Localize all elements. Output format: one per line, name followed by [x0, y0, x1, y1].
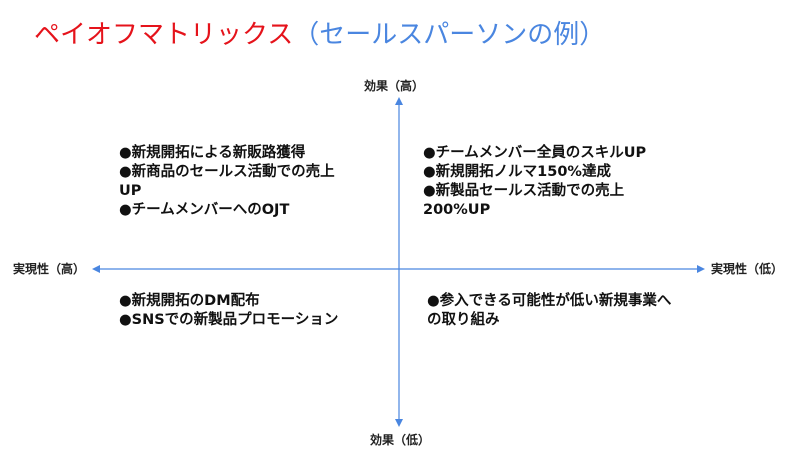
- quadrant-item: ●新商品のセールス活動での売上UP: [119, 164, 335, 199]
- quadrant-top-left: ●新規開拓による新販路獲得 ●新商品のセールス活動での売上UP ●チームメンバー…: [119, 144, 351, 220]
- page-title: ペイオフマトリックス（セールスパーソンの例）: [34, 14, 605, 51]
- title-subtitle: （セールスパーソンの例）: [293, 20, 606, 50]
- axis-label-feasibility-low: 実現性（低）: [711, 262, 784, 276]
- quadrant-item: ●新規開拓による新販路獲得: [119, 145, 306, 161]
- quadrant-item: ●SNSでの新製品プロモーション: [119, 312, 339, 328]
- axis-label-feasibility-high: 実現性（高）: [13, 262, 86, 276]
- quadrant-item: ●新規開拓ノルマ150%達成: [423, 164, 611, 180]
- title-main: ペイオフマトリックス: [34, 20, 294, 50]
- quadrant-item: ●新製品セールス活動での売上200%UP: [423, 183, 625, 218]
- quadrant-bottom-left: ●新規開拓のDM配布 ●SNSでの新製品プロモーション: [119, 292, 351, 330]
- axis-label-effect-high: 効果（高）: [364, 79, 425, 93]
- quadrant-bottom-right: ●参入できる可能性が低い新規事業への取り組み: [427, 292, 672, 330]
- quadrant-top-right: ●チームメンバー全員のスキルUP ●新規開拓ノルマ150%達成 ●新製品セールス…: [423, 144, 668, 220]
- quadrant-item: ●参入できる可能性が低い新規事業への取り組み: [427, 293, 672, 328]
- axis-label-effect-low: 効果（低）: [370, 433, 431, 447]
- quadrant-item: ●チームメンバーへのOJT: [119, 202, 290, 218]
- quadrant-item: ●新規開拓のDM配布: [119, 293, 260, 309]
- quadrant-item: ●チームメンバー全員のスキルUP: [423, 145, 647, 161]
